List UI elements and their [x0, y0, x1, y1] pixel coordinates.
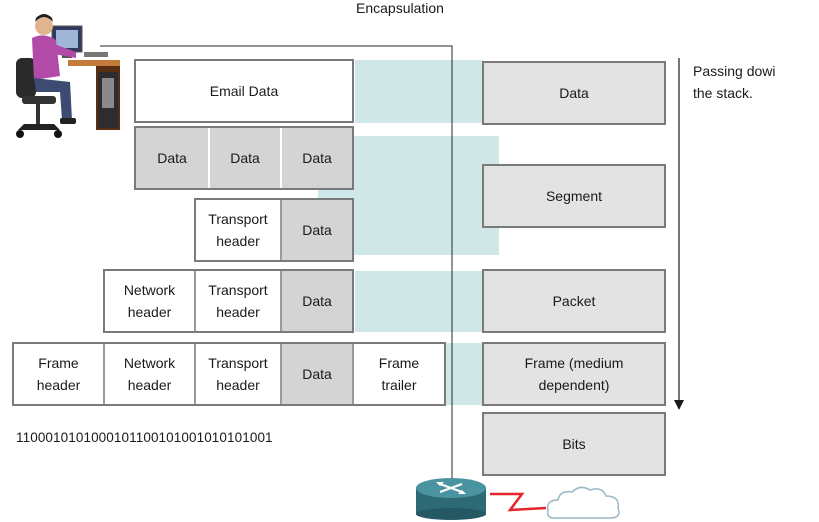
- frame-network-header: Network header: [105, 344, 194, 404]
- segment-data: Data: [282, 200, 352, 260]
- separator: [280, 128, 282, 188]
- email-data-frame: [134, 59, 354, 123]
- stack-note: Passing dowi the stack.: [693, 63, 776, 101]
- pdu-segment: Segment: [482, 164, 666, 228]
- frame-row-frame: [12, 342, 446, 406]
- frame-transport-header: Transport header: [196, 344, 280, 404]
- band-data: [355, 60, 483, 123]
- separator: [194, 271, 196, 331]
- data-chunk-2: Data: [210, 128, 280, 188]
- frame-data: Data: [282, 344, 352, 404]
- separator: [208, 128, 210, 188]
- serial-link: [490, 492, 547, 512]
- separator: [352, 344, 354, 404]
- packet-data: Data: [282, 271, 352, 331]
- separator: [280, 344, 282, 404]
- down-arrow-icon: [674, 58, 684, 410]
- segmented-data-frame: [134, 126, 354, 190]
- data-chunk-3: Data: [282, 128, 352, 188]
- segment-frame: [194, 198, 354, 262]
- pdu-frame: Frame (medium dependent): [482, 342, 666, 406]
- packet-frame: [103, 269, 354, 333]
- band-packet: [355, 271, 483, 332]
- separator: [103, 344, 105, 404]
- segment-transport-header: Transport header: [196, 200, 280, 260]
- pdu-data: Data: [482, 61, 666, 125]
- packet-network-header: Network header: [105, 271, 194, 331]
- data-chunk-1: Data: [136, 128, 208, 188]
- packet-transport-header: Transport header: [196, 271, 280, 331]
- diagram-title: Encapsulation: [356, 0, 444, 16]
- frame-trailer-cell: Frame trailer: [354, 344, 444, 404]
- separator: [280, 271, 282, 331]
- computer-user-icon: [16, 14, 120, 138]
- frame-header-cell: Frame header: [14, 344, 103, 404]
- pdu-bits: Bits: [482, 412, 666, 476]
- bit-stream: 11000101010001011001010010101010​01: [16, 430, 273, 445]
- cloud-icon: [546, 486, 620, 519]
- band-frame: [445, 343, 483, 405]
- pdu-packet: Packet: [482, 269, 666, 333]
- email-data-cell: Email Data: [136, 61, 352, 121]
- router-icon: [416, 478, 486, 520]
- separator: [194, 344, 196, 404]
- separator: [280, 200, 282, 260]
